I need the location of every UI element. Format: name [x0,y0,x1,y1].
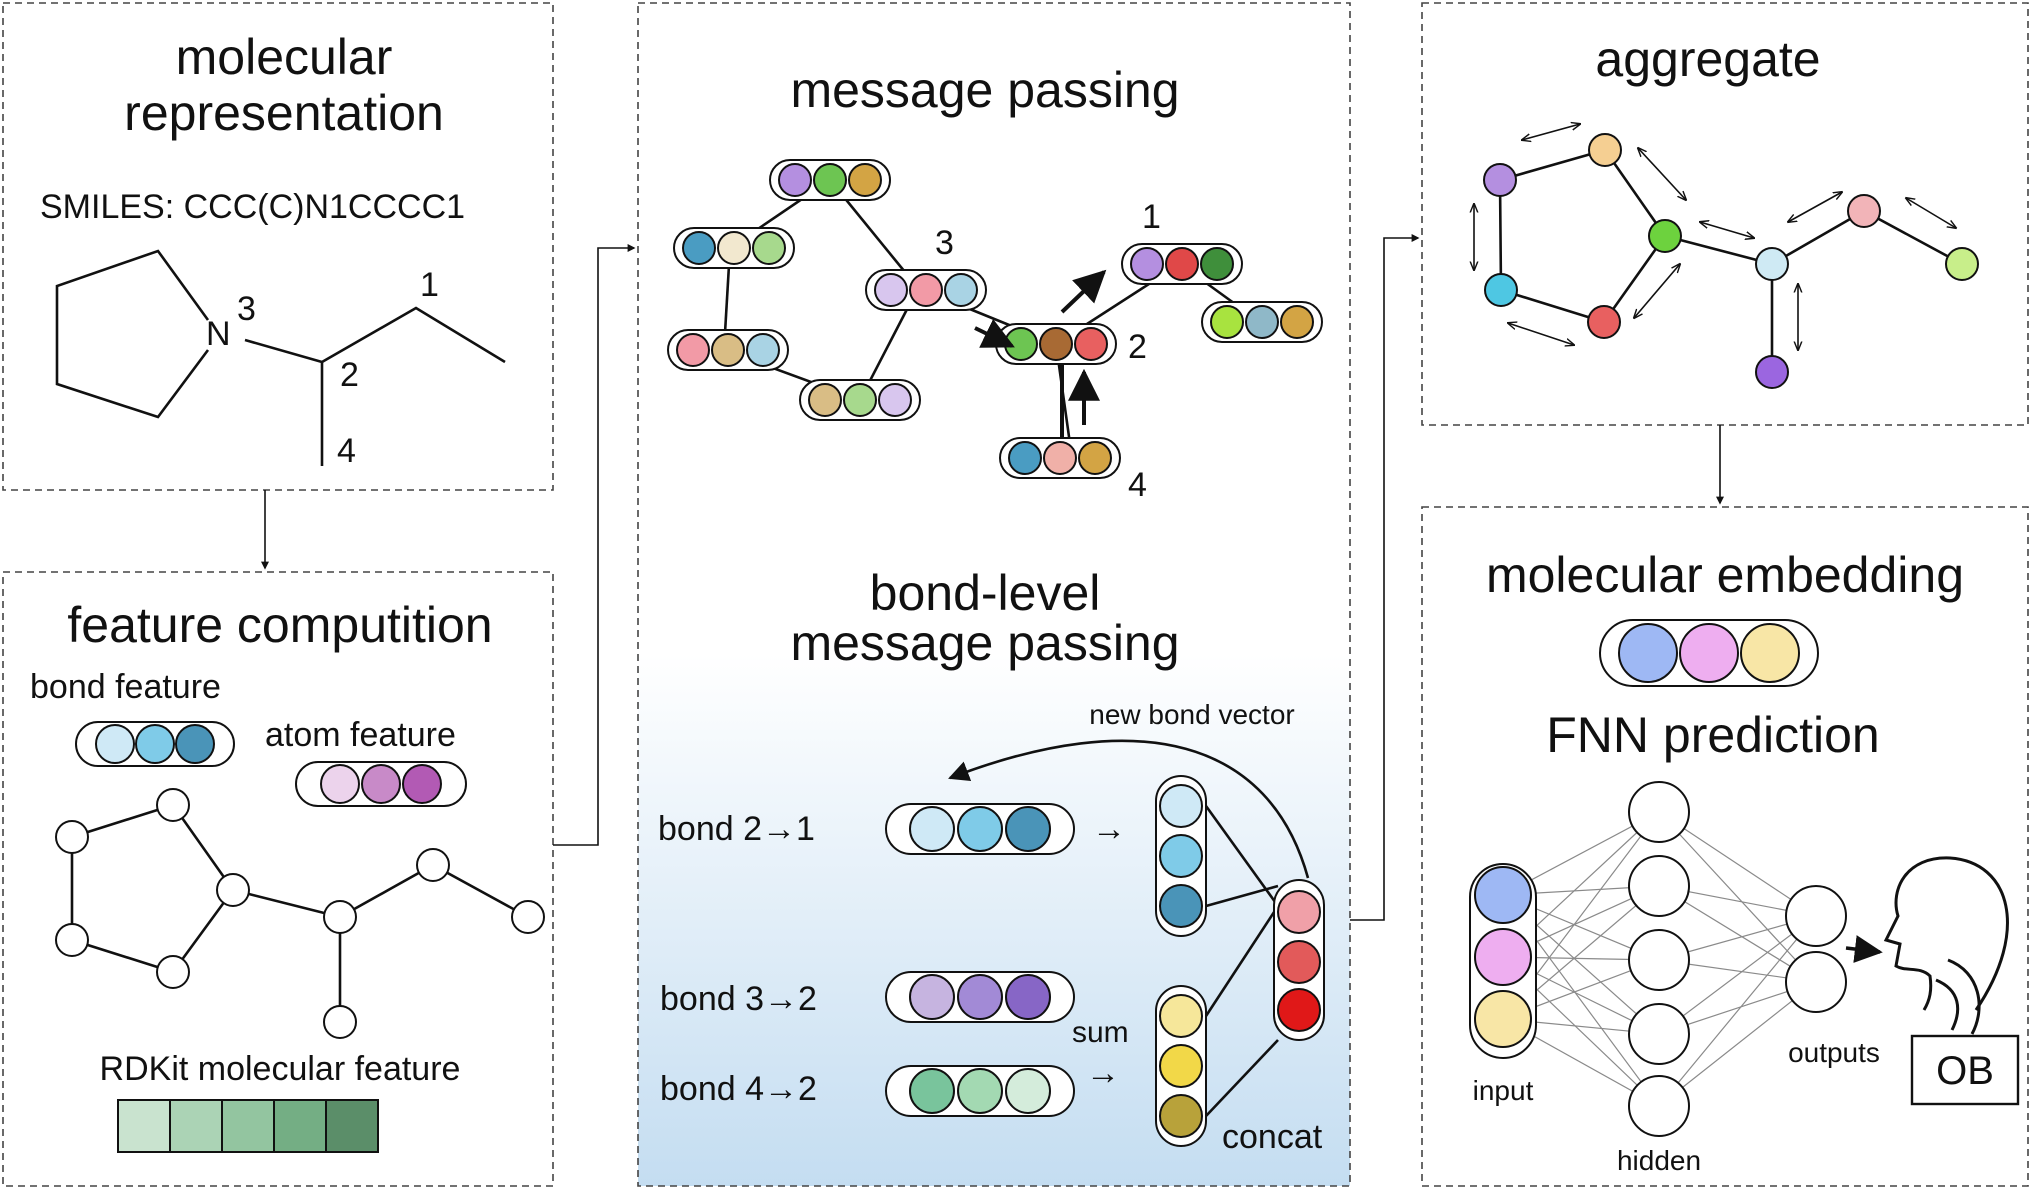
bond-32-label: bond 3→2 [660,980,817,1018]
fnn-connection [1658,811,1817,917]
fnn-outputs-label: outputs [1788,1037,1880,1068]
mp-num-3: 3 [935,224,954,262]
fnn-output-layer [1785,885,1847,1013]
fnn-input-layer [1469,863,1537,1059]
ob-label: OB [1936,1049,1994,1093]
bond-21-vector [885,803,1075,855]
mp-title: message passing [790,62,1179,118]
fnn-title: FNN prediction [1546,707,1879,763]
fnn-hidden-label: hidden [1617,1145,1701,1176]
concat-lines [1204,805,1280,1117]
skeletal-structure [55,249,506,466]
ob-box [1910,1034,2020,1106]
concat-label: concat [1222,1118,1323,1156]
sum-column-vector [1155,985,1207,1147]
mp-num-2: 2 [1128,328,1147,366]
fnn-hidden-layer [1628,781,1690,1137]
rep-title-line1: molecular [176,29,393,85]
sum-arrow: → [1086,1054,1120,1092]
arrow-feature-to-mp [553,244,636,846]
rdkit-feature-cell [273,1099,327,1153]
molecular-graph [55,788,545,1039]
new-bond-vector-curve [948,739,1310,879]
mp-num-4: 4 [1128,466,1147,504]
mp-message-arrows [974,269,1107,425]
mp-node-4 [999,437,1121,479]
fnn-connection [1658,811,1817,983]
mp-node-left-upper [673,227,795,269]
mp-node-left-lower [667,329,789,371]
mp-node-top [769,159,891,201]
atom-num-3: 3 [237,290,256,328]
atom-num-1: 1 [420,266,439,304]
aggregate-title: aggregate [1595,31,1820,87]
sum-label: sum [1072,1016,1129,1049]
rdkit-feature-cell [221,1099,275,1153]
concat-column-vector [1273,879,1325,1041]
bond-42-vector [885,1065,1075,1117]
panel-aggregate [1421,2,2029,426]
rdkit-feature-bar [117,1099,379,1153]
smiles-string: SMILES: CCC(C)N1CCCC1 [40,188,465,226]
feature-title: feature computition [67,597,492,653]
bond-level-title-line1: bond-level [870,565,1101,621]
mp-node-1 [1121,243,1243,285]
fnn-input-label: input [1473,1075,1534,1106]
mp-node-2 [995,323,1117,365]
mp-node-right [1201,301,1323,343]
smelling-head-icon [1883,856,2009,1035]
bond-level-title-line2: message passing [790,615,1179,671]
rdkit-feature-cell [117,1099,171,1153]
rep-title-line2: representation [124,85,444,141]
aggregate-double-arrows [1474,124,1956,350]
rdkit-feature-cell [325,1099,379,1153]
panel-feature-computation [2,571,554,1187]
mp-node-3 [865,269,987,311]
panel-molecular-representation [2,2,554,491]
atom-feature-vector [295,761,467,807]
fnn-connection [1658,981,1817,1107]
bond-32-vector [885,971,1075,1023]
aggregate-graph-nodes [1483,133,1979,389]
bond-21-label: bond 2→1 [658,810,815,848]
panel-embedding [1421,506,2029,1187]
rdkit-label: RDKit molecular feature [100,1050,461,1088]
embedding-vector [1599,619,1819,687]
output-to-nose-arrow [1845,935,1883,963]
arrow-mp-to-aggregate [1350,234,1420,921]
aggregate-graph-edges [1498,148,1963,372]
mp-node-bottom-left [799,379,921,421]
atom-num-2: 2 [340,356,359,394]
bond-42-label: bond 4→2 [660,1070,817,1108]
atom-N-label: N [206,315,231,353]
atom-num-4: 4 [337,432,356,470]
embedding-title: molecular embedding [1486,547,1964,603]
new-bond-vector-label: new bond vector [1089,699,1294,730]
bond-feature-label: bond feature [30,668,221,706]
fnn-connection [1658,915,1817,1035]
mp-num-1: 1 [1142,198,1161,236]
bond-21-arrow: → [1092,810,1126,848]
rdkit-feature-cell [169,1099,223,1153]
bond-21-column-vector [1155,775,1207,937]
atom-feature-label: atom feature [265,716,456,754]
fnn-connection [1658,915,1817,1107]
bond-feature-vector [75,721,235,767]
